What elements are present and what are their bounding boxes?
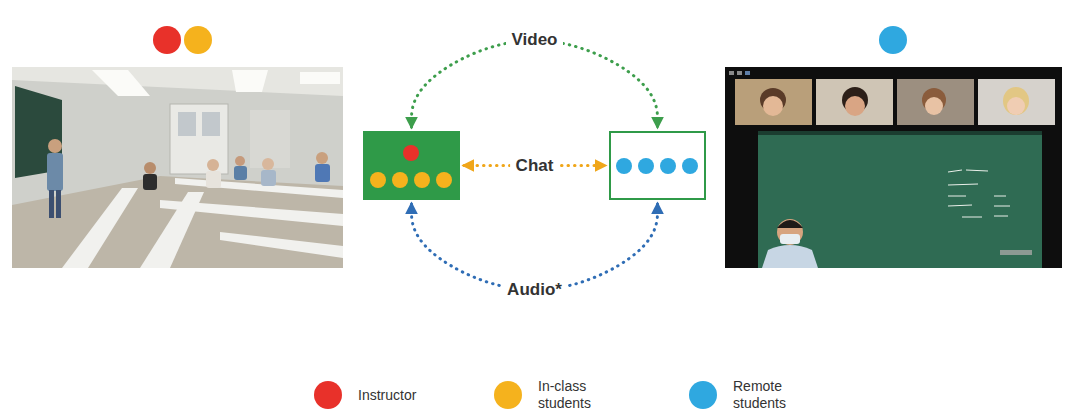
- video-call-screenshot-part: [897, 79, 974, 125]
- role-dot-group-part: [403, 145, 419, 161]
- classroom-photo-part: [261, 170, 276, 186]
- role-dot-group-part: [660, 158, 676, 174]
- role-dot-group-part: [436, 172, 452, 188]
- classroom-photo: [12, 67, 343, 268]
- legend-item: Remote students: [689, 375, 805, 415]
- video-call-screenshot-part: [745, 71, 750, 75]
- role-dot-group-part: [153, 26, 181, 54]
- classroom-photo-part: [235, 156, 245, 166]
- video-call-screenshot-part: [729, 71, 734, 75]
- in-class-group-box: [363, 131, 460, 200]
- role-dot-group-part: [682, 158, 698, 174]
- video-call-screenshot-part-part: [994, 196, 1010, 216]
- video-call-screenshot-part: [737, 71, 742, 75]
- legend-item: Instructor: [314, 375, 416, 415]
- classroom-photo-part: [12, 67, 343, 96]
- legend-text: Instructor: [358, 387, 416, 404]
- classroom-photo-part: [315, 164, 330, 182]
- classroom-photo-part: [49, 190, 54, 218]
- role-dot-group-part: [414, 172, 430, 188]
- classroom-photo-part: [47, 153, 63, 191]
- video-call-screenshot-part: [780, 234, 800, 244]
- video-call-screenshot-part: [758, 131, 1042, 135]
- video-call-screenshot-part: [762, 245, 818, 268]
- classroom-photo-part: [316, 152, 328, 164]
- classroom-photo-part: [92, 70, 150, 96]
- video-call-screenshot-part: [777, 220, 803, 228]
- classroom-photo-part: [300, 72, 340, 84]
- video-call-screenshot-part: [845, 96, 865, 116]
- video-call-screenshot-part: [1007, 97, 1025, 115]
- role-dot-group-part: [638, 158, 654, 174]
- role-dot-group-part: [879, 26, 907, 54]
- video-call-screenshot: [725, 67, 1062, 268]
- role-dot-group: [153, 26, 907, 188]
- video-call-screenshot-part: [948, 170, 1010, 217]
- video-call-screenshot-part: [763, 96, 783, 116]
- legend-swatch: [494, 381, 522, 409]
- role-dot-group-part: [392, 172, 408, 188]
- chat-link: [464, 164, 605, 167]
- audio-link: [412, 204, 658, 290]
- classroom-photo-part: [178, 112, 196, 136]
- classroom-photo-part: [12, 67, 343, 268]
- legend-item: In-class students: [494, 375, 610, 415]
- role-dot-group-part: [370, 172, 386, 188]
- video-link: [412, 40, 658, 127]
- role-dot-group-part: [184, 26, 212, 54]
- classroom-photo-part: [170, 104, 228, 174]
- classroom-photo-part: [48, 139, 62, 153]
- video-call-screenshot-part: [777, 219, 803, 245]
- classroom-photo-part: [160, 200, 343, 226]
- legend-text: In-class students: [538, 378, 610, 412]
- classroom-photo-part: [220, 232, 343, 258]
- video-call-screenshot-part: [1000, 250, 1032, 255]
- classroom-photo-part: [202, 112, 220, 136]
- classroom-photo-part: [143, 174, 157, 190]
- classroom-photo-part: [232, 70, 268, 92]
- video-call-screenshot-part: [925, 97, 943, 115]
- edge-label: Chat: [510, 155, 560, 175]
- classroom-photo-part: [62, 188, 138, 268]
- edge-label: Audio*: [501, 280, 568, 300]
- legend-text: Remote students: [733, 378, 805, 412]
- video-call-screenshot-part: [816, 79, 893, 125]
- classroom-photo-part: [262, 158, 274, 170]
- video-call-screenshot-part-part: [948, 170, 988, 217]
- classroom-photo-part: [144, 162, 156, 174]
- video-call-screenshot-part: [978, 79, 1055, 125]
- video-call-screenshot-part: [725, 67, 1062, 268]
- video-call-screenshot-part: [735, 79, 812, 125]
- connectors: [412, 40, 658, 290]
- classroom-photo-part: [207, 159, 219, 171]
- video-call-screenshot-part: [1003, 87, 1029, 115]
- legend-swatch: [314, 381, 342, 409]
- video-call-screenshot-part: [758, 131, 1042, 268]
- remote-group-box: [609, 131, 706, 200]
- role-dot-group-part: [616, 158, 632, 174]
- classroom-photo-part: [56, 190, 61, 218]
- edge-label: Video: [506, 30, 564, 50]
- classroom-photo-part: [234, 166, 247, 180]
- classroom-photo-part: [206, 171, 221, 188]
- legend-swatch: [689, 381, 717, 409]
